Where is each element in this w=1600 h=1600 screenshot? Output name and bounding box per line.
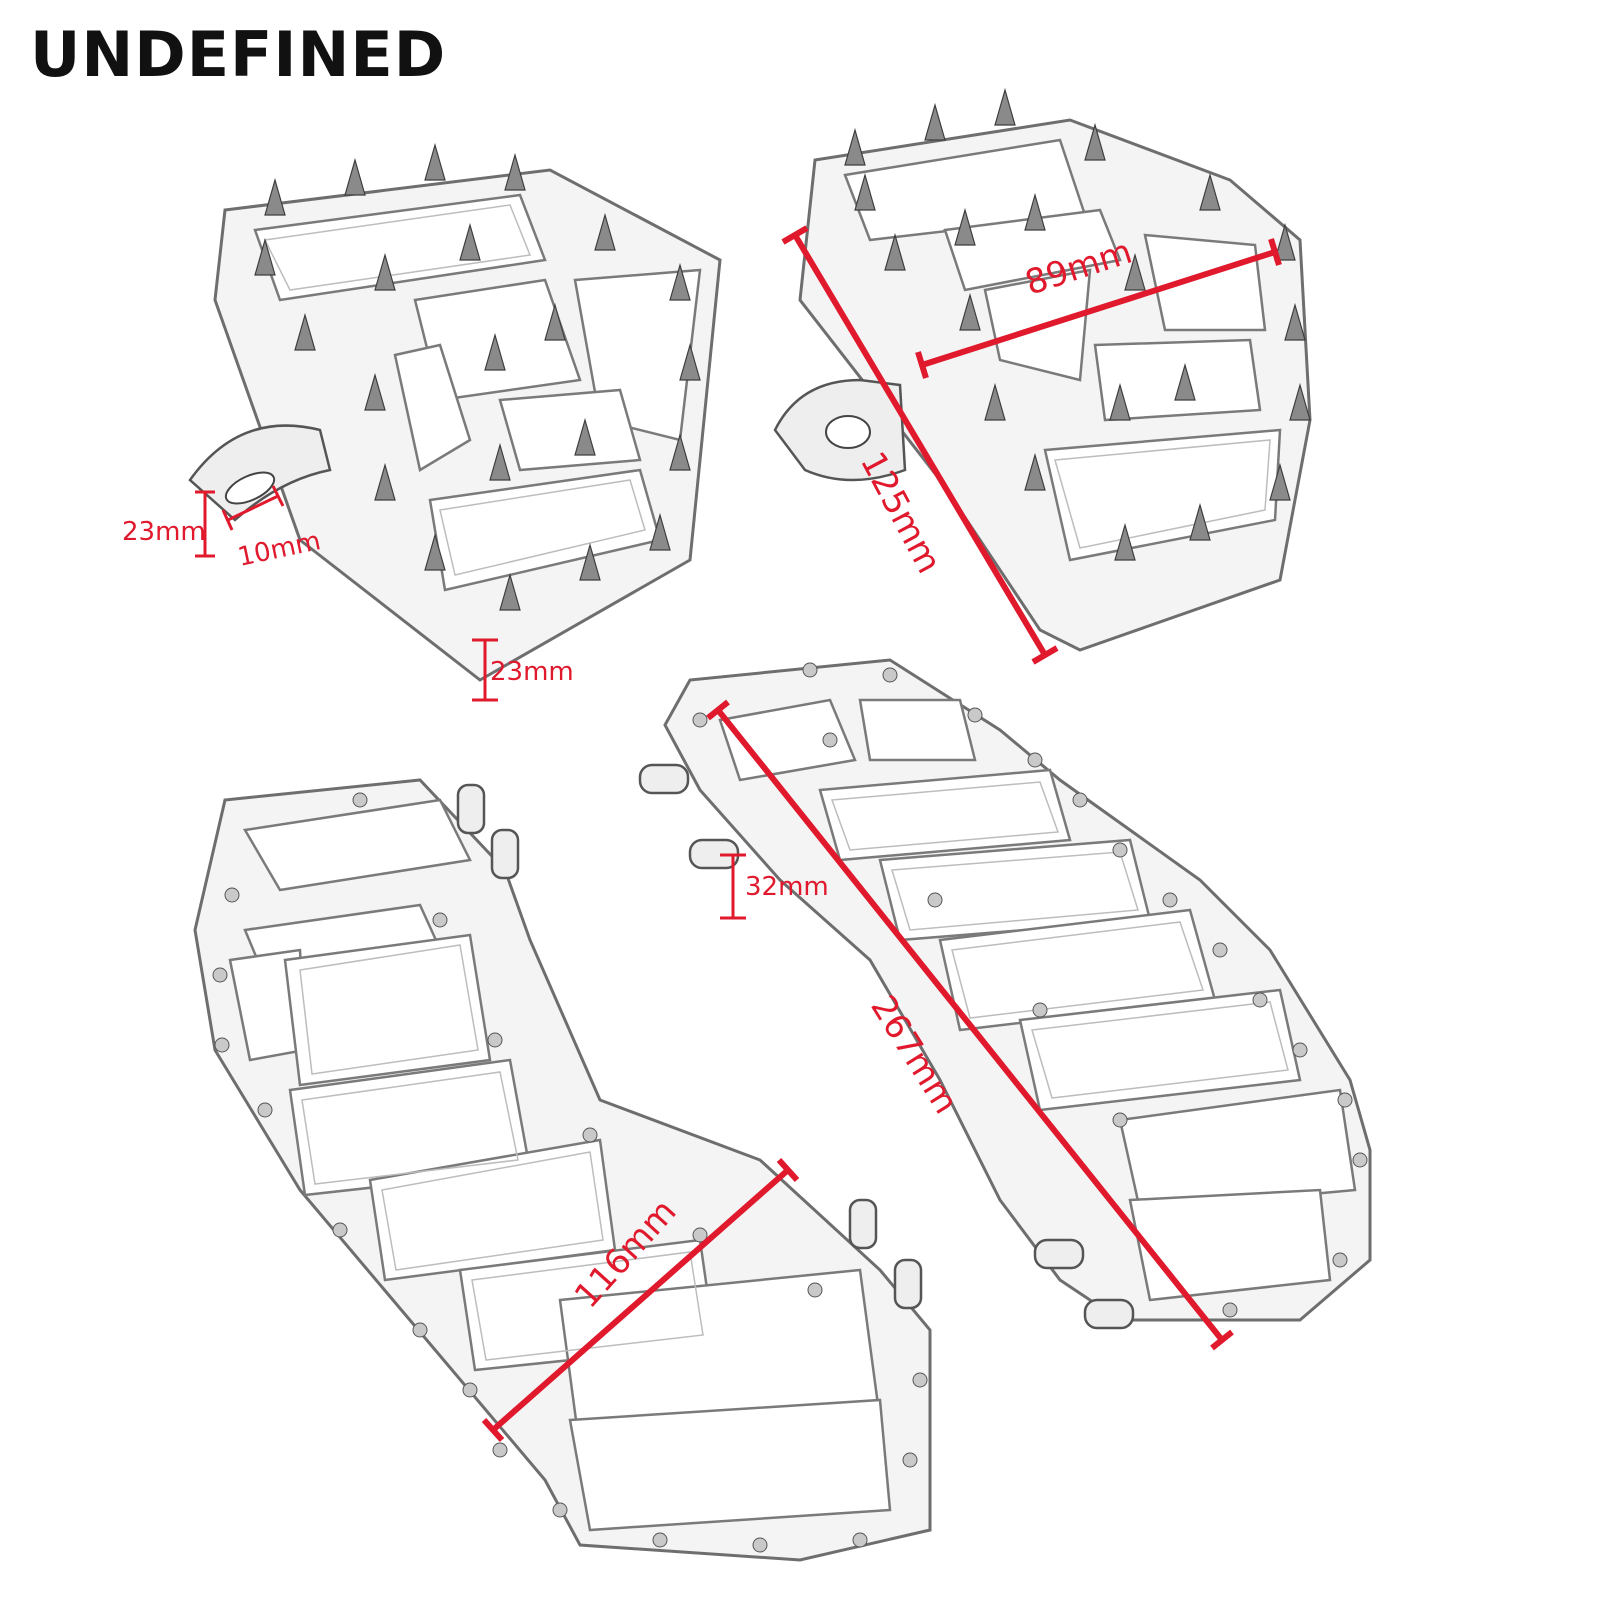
dimension-top-left-height: 23mm (472, 638, 574, 702)
footpeg-top-left (188, 142, 722, 682)
dim-label-23mm-b: 23mm (490, 657, 574, 687)
dim-label-10mm: 10mm (235, 526, 323, 573)
dimension-bottom-right-mount: 32mm (720, 853, 829, 920)
dimension-top-left-width: 23mm (122, 490, 215, 558)
mount-post (1083, 1298, 1135, 1330)
mount-post (1033, 1238, 1085, 1270)
footpeg-top-right (773, 87, 1312, 652)
floorboard-bottom-left (193, 778, 932, 1562)
floorboard-bottom-right (638, 658, 1372, 1330)
traction-spikes (254, 142, 701, 611)
edge-studs (692, 662, 1368, 1318)
traction-spikes (844, 87, 1311, 561)
mount-post (848, 1198, 878, 1250)
dim-label-32mm: 32mm (745, 872, 829, 902)
dim-label-23mm-a: 23mm (122, 517, 206, 547)
mount-post (490, 828, 520, 880)
mount-post (638, 763, 690, 795)
edge-studs (212, 792, 928, 1553)
mount-post (456, 783, 486, 835)
mount-post (893, 1258, 923, 1310)
brand-title: UNDEFINED (30, 18, 447, 91)
